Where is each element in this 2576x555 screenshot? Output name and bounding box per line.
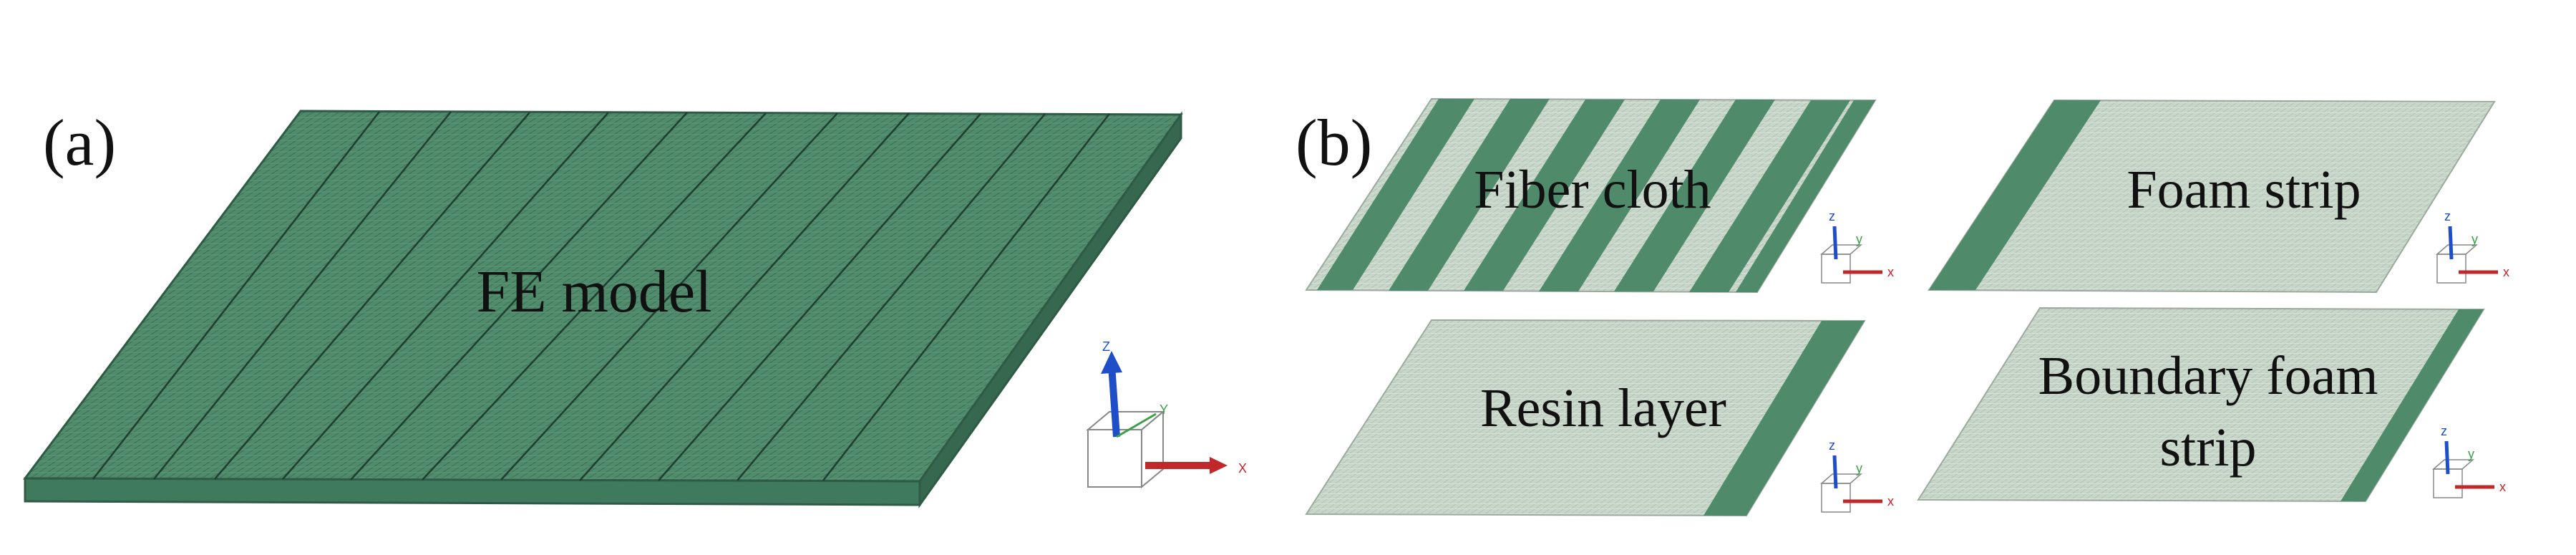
panel-a-tag: (a) [43,106,116,179]
x-axis-label: x [2499,480,2506,494]
panel-b: (b) Fiber cloth z y x [1296,97,2509,517]
axis-triad-fiber-cloth: z y x [1819,209,1894,284]
fiber-cloth-part: Fiber cloth [1305,97,1877,294]
axis-triad-resin-layer: z y x [1819,438,1894,513]
resin-layer-part: Resin layer [1305,319,1866,517]
fiber-cloth-bands [1317,99,1875,292]
boundary-foam-strip-label-line2: strip [2159,418,2256,478]
axis-triad-boundary-foam-strip: z y x [2431,424,2506,498]
fiber-cloth-label: Fiber cloth [1474,160,1711,220]
x-axis-label: x [2503,265,2509,279]
y-axis-label: y [2468,447,2474,461]
z-axis-label: z [2444,209,2451,223]
z-axis-arrow [1108,365,1120,438]
view-cube-icon [1086,410,1165,489]
panel-b-tag: (b) [1296,106,1372,179]
z-axis-arrow [1832,226,1838,260]
resin-layer-label: Resin layer [1480,378,1726,438]
boundary-foam-strip-part: Boundary foam strip [1917,307,2485,503]
x-axis-label: x [1887,265,1894,279]
axis-triad-a: Z Y X [1086,339,1247,489]
z-axis-label: z [1829,438,1835,453]
boundary-foam-strip-label-line1: Boundary foam [2038,346,2378,406]
fe-model-label: FE model [477,259,712,325]
z-axis-arrow [1832,455,1838,489]
z-axis-label: z [2441,424,2447,438]
z-axis-arrow [2444,440,2450,475]
y-axis-label: y [2471,232,2478,246]
axis-triad-foam-strip: z y x [2435,209,2509,284]
y-axis-label: y [1856,232,1862,246]
y-axis-label: Y [1160,402,1168,417]
foam-strip-part: Foam strip [1928,99,2496,294]
x-axis-label: X [1238,461,1247,476]
z-axis-label: z [1829,209,1835,223]
z-axis-label: Z [1102,339,1110,354]
fe-model-strip-lines [92,111,1110,481]
y-axis-label: y [1856,461,1862,476]
fe-model-plate: FE model [23,110,1183,508]
foam-strip-label: Foam strip [2127,160,2361,220]
z-axis-arrow [2448,226,2454,260]
panel-a: (a) FE model [23,106,1247,508]
x-axis-label: x [1887,494,1894,508]
y-axis-arrow [1116,412,1157,438]
